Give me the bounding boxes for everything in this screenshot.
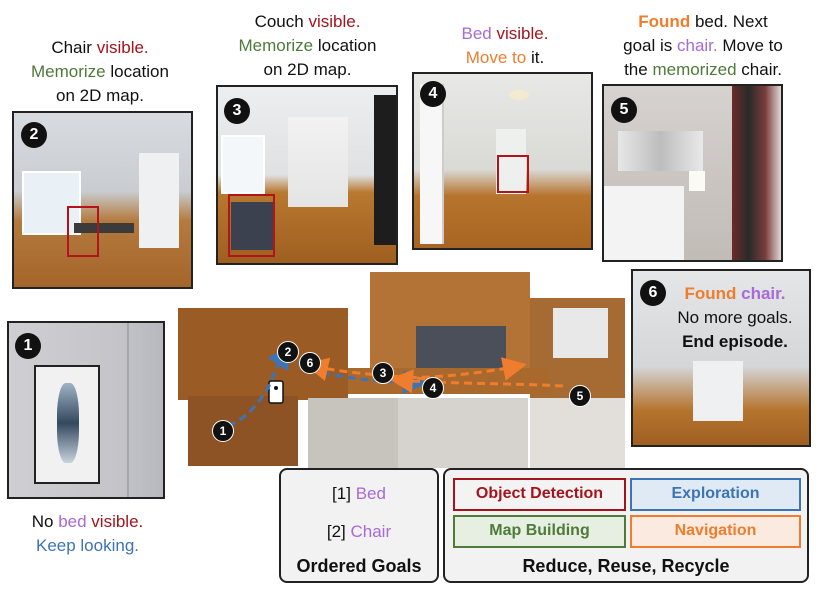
wall-corner [127, 323, 129, 497]
ceiling-light [509, 90, 529, 100]
step-badge-3: 3 [224, 98, 250, 124]
goal-2: [2] Chair [326, 522, 392, 541]
left-door [420, 84, 444, 244]
map-marker-2: 2 [277, 341, 299, 363]
bbox-bed [497, 155, 529, 193]
ordered-goals-title: Ordered Goals [296, 556, 422, 576]
step-badge-4: 4 [420, 81, 446, 107]
lamp [689, 171, 705, 191]
map-room-living [178, 308, 348, 400]
map-room-lower-mid [308, 398, 398, 468]
closet [732, 86, 781, 260]
map-marker-4: 4 [422, 377, 444, 399]
caption-step-1: No bed visible. Keep looking. [31, 512, 144, 555]
caption-step-4: Bed visible. Move to it. [461, 24, 549, 67]
step-badge-1: 1 [15, 333, 41, 359]
map-marker-1: 1 [212, 420, 234, 442]
path-exploration [227, 344, 291, 428]
wall-art [618, 131, 703, 171]
modules-title: Reduce, Reuse, Recycle [522, 556, 730, 576]
map-room-far-right [530, 398, 625, 468]
window [221, 135, 265, 194]
map-room-lower-left [188, 396, 298, 466]
top-down-map [178, 272, 625, 468]
module-object-detection: Object Detection [453, 478, 626, 511]
map-marker-6: 6 [299, 352, 321, 374]
module-map-building: Map Building [453, 515, 626, 548]
step-badge-6: 6 [640, 280, 666, 306]
hall-end [496, 129, 526, 194]
caption-step-3: Couch visible. Memorize location on 2D m… [238, 12, 377, 79]
caption-step-6: Found chair. No more goals. End episode. [677, 284, 793, 351]
module-navigation: Navigation [630, 515, 801, 548]
hallway [288, 117, 348, 207]
caption-step-5: Found bed. Next goal is chair. Move to t… [623, 12, 783, 79]
frame-step-3 [216, 85, 398, 265]
map-marker-3: 3 [372, 362, 394, 384]
path-navigation-1 [382, 357, 527, 381]
table [74, 223, 134, 233]
map-bed [553, 308, 608, 358]
robot-icon [268, 380, 284, 404]
path-navigation-3 [304, 357, 439, 382]
window [22, 171, 81, 235]
bbox-couch [228, 194, 275, 257]
map-room-lower-right [398, 398, 528, 468]
couch [231, 202, 273, 250]
modules-box: Object Detection Exploration Map Buildin… [443, 468, 809, 583]
painting-stroke [57, 383, 79, 463]
path-navigation-2 [389, 369, 564, 394]
step-badge-5: 5 [611, 97, 637, 123]
wall-art [374, 95, 396, 245]
caption-step-2: Chair visible. Memorize location on 2D m… [31, 38, 169, 105]
goal-1: [1] Bed [332, 484, 386, 503]
bed [604, 186, 684, 260]
map-couch [416, 326, 506, 370]
module-exploration: Exploration [630, 478, 801, 511]
ordered-goals-box: [1] Bed [2] Chair Ordered Goals [279, 468, 439, 583]
map-marker-5: 5 [569, 385, 591, 407]
hallway [693, 361, 743, 421]
bbox-chair [67, 206, 99, 257]
doorway [139, 153, 179, 248]
frame-step-2 [12, 111, 193, 289]
step-badge-2: 2 [21, 122, 47, 148]
